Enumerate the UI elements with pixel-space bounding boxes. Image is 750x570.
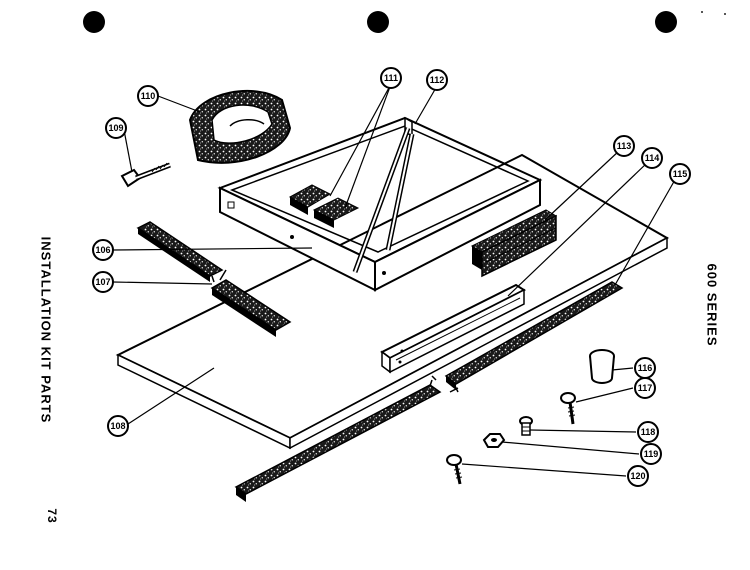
callout-120: 120 — [627, 465, 649, 487]
speck — [724, 13, 726, 15]
leader-lines — [112, 83, 677, 477]
long-seal-strip-bottom — [234, 375, 442, 502]
foam-pads — [288, 184, 360, 228]
callout-115: 115 — [669, 163, 691, 185]
hex-nut — [482, 433, 506, 448]
svg-text:107: 107 — [95, 277, 110, 287]
svg-text:115: 115 — [673, 169, 688, 179]
callout-113: 113 — [613, 135, 635, 157]
binder-hole-left — [83, 11, 105, 33]
svg-text:114: 114 — [645, 153, 660, 163]
foam-coil — [188, 89, 292, 164]
callout-110: 110 — [137, 85, 159, 107]
callout-116: 116 — [634, 357, 656, 379]
sheet-metal-screw — [446, 454, 463, 485]
callout-107: 107 — [92, 271, 114, 293]
svg-text:117: 117 — [638, 383, 653, 393]
callout-111: 111 — [380, 67, 402, 89]
svg-text:120: 120 — [630, 471, 645, 481]
svg-text:119: 119 — [644, 449, 659, 459]
callout-118: 118 — [637, 421, 659, 443]
machine-screw — [519, 416, 533, 436]
plastic-cup — [589, 349, 615, 384]
page-title: INSTALLATION KIT PARTS — [38, 236, 54, 424]
callout-119: 119 — [640, 443, 662, 465]
callout-109: 109 — [105, 117, 127, 139]
svg-text:112: 112 — [430, 75, 445, 85]
binder-hole-center — [367, 11, 389, 33]
long-seal-strip-right — [444, 281, 624, 393]
svg-text:110: 110 — [141, 91, 156, 101]
svg-text:113: 113 — [617, 141, 632, 151]
callout-108: 108 — [107, 415, 129, 437]
svg-text:108: 108 — [110, 421, 125, 431]
speck — [701, 11, 703, 13]
series-label: 600 SERIES — [704, 263, 720, 347]
foam-block — [470, 209, 558, 278]
bolt — [120, 162, 171, 188]
callout-117: 117 — [634, 377, 656, 399]
svg-text:116: 116 — [638, 363, 653, 373]
wood-screw — [560, 392, 576, 425]
page-number: 73 — [45, 508, 59, 524]
svg-text:106: 106 — [95, 245, 110, 255]
svg-text:109: 109 — [108, 123, 123, 133]
callout-114: 114 — [641, 147, 663, 169]
svg-text:111: 111 — [384, 73, 398, 83]
binder-hole-right — [655, 11, 677, 33]
support-frame — [217, 116, 543, 292]
callout-106: 106 — [92, 239, 114, 261]
svg-text:118: 118 — [641, 427, 656, 437]
callout-112: 112 — [426, 69, 448, 91]
channel-bracket — [380, 283, 527, 374]
